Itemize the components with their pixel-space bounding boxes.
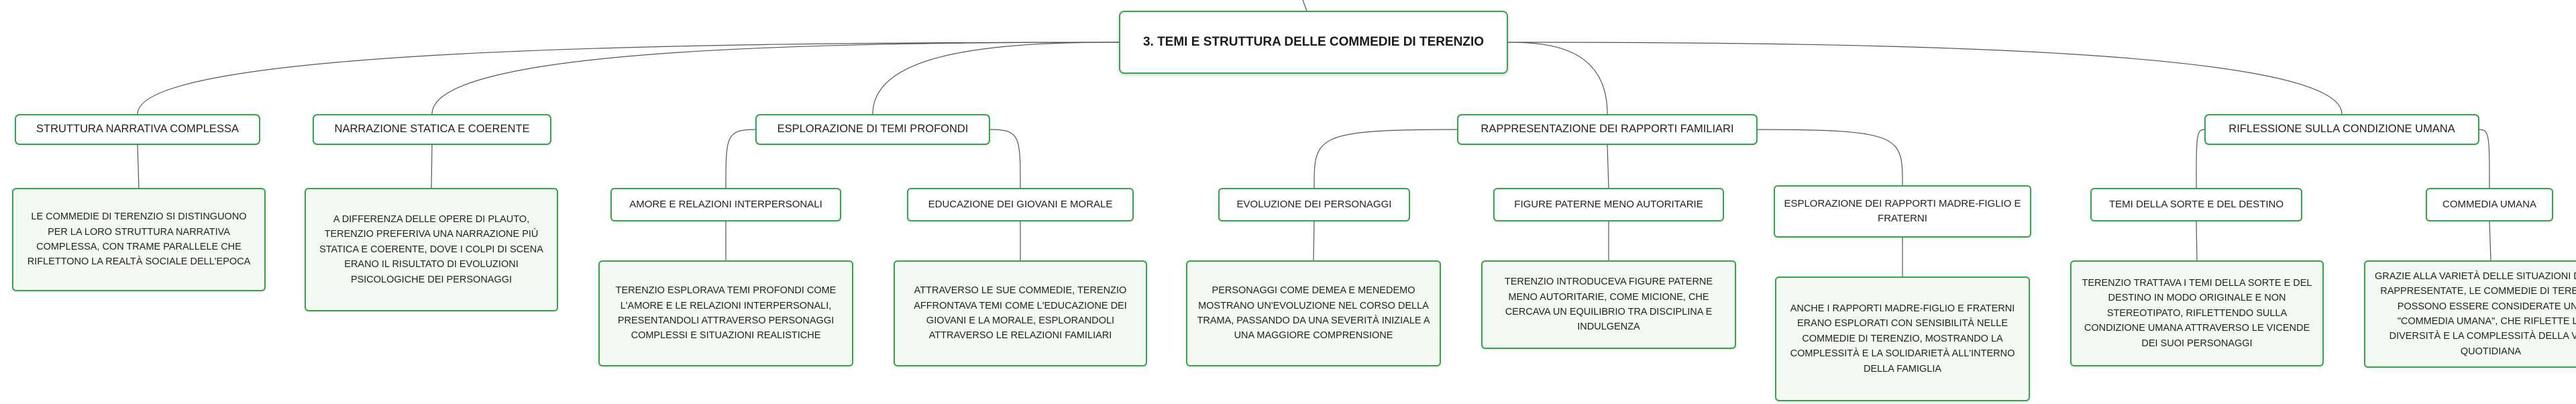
connector-root-n-esplorazione bbox=[872, 42, 1120, 115]
subtopic-rapporti-madre-figlio[interactable]: ESPLORAZIONE DEI RAPPORTI MADRE-FIGLIO E… bbox=[1774, 185, 2031, 238]
connector-esplorazione-educazione bbox=[989, 129, 1021, 189]
topic-condizione-umana[interactable]: RIFLESSIONE SULLA CONDIZIONE UMANA bbox=[2204, 114, 2479, 145]
subtopic-commedia-umana[interactable]: COMMEDIA UMANA bbox=[2426, 188, 2553, 221]
connector-rapporti-madre bbox=[1757, 129, 1903, 186]
connector-root-n-riflessione bbox=[1507, 42, 2343, 115]
connector-rapporti-evoluzione bbox=[1313, 129, 1458, 189]
detail-narrazione-statica: A DIFFERENZA DELLE OPERE DI PLAUTO, TERE… bbox=[305, 188, 558, 311]
topic-narrazione-statica[interactable]: NARRAZIONE STATICA E COERENTE bbox=[313, 114, 551, 145]
connector-root-n-struttura bbox=[137, 42, 1120, 115]
detail-struttura-narrativa: LE COMMEDIE DI TERENZIO SI DISTINGUONO P… bbox=[12, 188, 266, 291]
subtopic-educazione-giovani[interactable]: EDUCAZIONE DEI GIOVANI E MORALE bbox=[907, 188, 1134, 221]
connector-root-top bbox=[1302, 0, 1307, 11]
detail-figure-paterne: TERENZIO INTRODUCEVA FIGURE PATERNE MENO… bbox=[1481, 260, 1736, 349]
root-node[interactable]: 3. TEMI E STRUTTURA DELLE COMMEDIE DI TE… bbox=[1119, 11, 1508, 74]
connector-sorte-detail bbox=[2196, 221, 2198, 261]
subtopic-sorte-destino[interactable]: TEMI DELLA SORTE E DEL DESTINO bbox=[2090, 188, 2302, 221]
topic-rapporti-familiari[interactable]: RAPPRESENTAZIONE DEI RAPPORTI FAMILIARI bbox=[1457, 114, 1758, 145]
subtopic-evoluzione-personaggi[interactable]: EVOLUZIONE DEI PERSONAGGI bbox=[1218, 188, 1410, 221]
connector-struttura-detail bbox=[137, 144, 140, 189]
detail-sorte-destino: TERENZIO TRATTAVA I TEMI DELLA SORTE E D… bbox=[2070, 260, 2324, 366]
connector-evoluzione-detail bbox=[1313, 221, 1315, 261]
topic-esplorazione-temi[interactable]: ESPLORAZIONE DI TEMI PROFONDI bbox=[755, 114, 990, 145]
detail-rapporti-madre-figlio: ANCHE I RAPPORTI MADRE-FIGLIO E FRATERNI… bbox=[1775, 276, 2030, 401]
connector-root-n-narrazione bbox=[431, 42, 1120, 115]
subtopic-amore-relazioni[interactable]: AMORE E RELAZIONI INTERPERSONALI bbox=[610, 188, 841, 221]
connector-riflessione-commedia bbox=[2479, 129, 2490, 189]
topic-struttura-narrativa[interactable]: STRUTTURA NARRATIVA COMPLESSA bbox=[15, 114, 260, 145]
connector-root-n-rapporti bbox=[1507, 42, 1608, 115]
connector-narrazione-detail bbox=[431, 144, 433, 189]
connector-riflessione-sorte bbox=[2196, 129, 2205, 189]
detail-evoluzione-personaggi: PERSONAGGI COME DEMEA E MENEDEMO MOSTRAN… bbox=[1186, 260, 1441, 366]
detail-amore-relazioni: TERENZIO ESPLORAVA TEMI PROFONDI COME L'… bbox=[598, 260, 853, 366]
subtopic-figure-paterne[interactable]: FIGURE PATERNE MENO AUTORITARIE bbox=[1493, 188, 1724, 221]
connector-commedia-detail bbox=[2489, 221, 2491, 261]
detail-commedia-umana: GRAZIE ALLA VARIETÀ DELLE SITUAZIONI DI … bbox=[2364, 260, 2576, 368]
connector-esplorazione-amore bbox=[725, 129, 756, 189]
connector-rapporti-figure bbox=[1607, 144, 1609, 189]
detail-educazione-giovani: ATTRAVERSO LE SUE COMMEDIE, TERENZIO AFF… bbox=[894, 260, 1147, 366]
